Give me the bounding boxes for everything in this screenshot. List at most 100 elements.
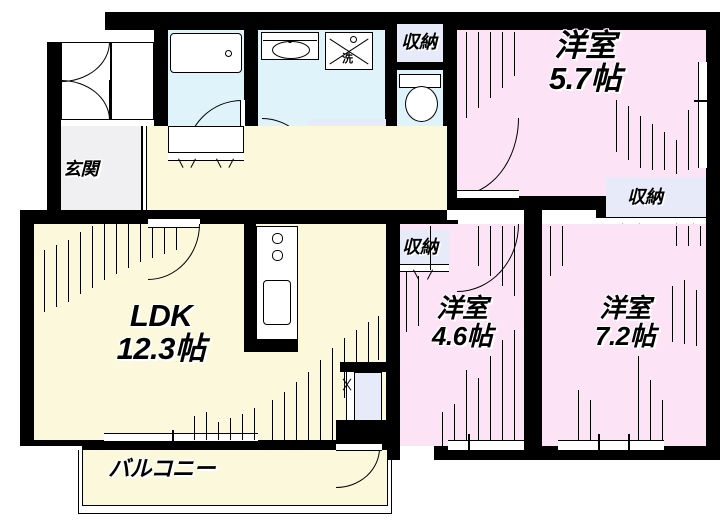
stove-icon-2: [272, 250, 283, 261]
closet-mid-vmark: [413, 270, 433, 281]
entrance-step-line: [141, 126, 143, 210]
bed3-hatch: [650, 380, 651, 446]
balcony-door-threshold: [336, 443, 382, 451]
washer-drain-icon: [350, 36, 357, 43]
vanity-sink-icon: [272, 41, 310, 59]
bed3-hatch: [638, 356, 639, 446]
ldk-hatch: [242, 414, 243, 440]
closet-toilet-top-label: 収納: [401, 32, 437, 52]
bed3-hatch: [562, 226, 563, 266]
ldk-bed2-door-xmark: [340, 373, 354, 395]
bed3-hatch: [662, 400, 663, 446]
corridor-cabinet-door: [168, 152, 244, 161]
bed1-hatch: [652, 124, 653, 170]
ldk-hatch: [194, 416, 195, 440]
toilet-bowl-icon: [405, 86, 438, 122]
ldk-hatch: [116, 224, 117, 274]
balcony-outline-outer: [78, 450, 392, 514]
bed1-hatch: [640, 116, 641, 168]
bed1-hatch: [688, 110, 689, 170]
bedroom-1-door-threshold: [457, 190, 519, 199]
shoe-closet-lower-box: [61, 80, 110, 120]
closet-toilet-top: [397, 24, 443, 62]
wall-shoecloset-bottom: [47, 120, 61, 126]
balcony-door-mullion: [172, 430, 174, 442]
room-entrance: [61, 126, 141, 210]
ldk-hatch: [332, 348, 333, 440]
bed1-hatch: [628, 106, 629, 160]
bed2-hatch: [478, 378, 479, 446]
washer-label: 洗: [342, 53, 353, 65]
bed2-hatch: [430, 226, 431, 270]
balcony-outline: [82, 450, 388, 506]
ldk-hatch: [378, 316, 379, 360]
wall-toilet-closet-divider: [385, 62, 457, 70]
bed3-hatch: [672, 286, 673, 342]
bed1-hatch: [664, 132, 665, 170]
closet-east: [606, 178, 706, 220]
wall-ldk-bed2-divider: [386, 210, 400, 460]
wall-right-outer: [706, 12, 720, 460]
balcony-label: バルコニー: [108, 456, 216, 481]
bedroom-2-label: 洋室 4.6帖: [402, 295, 522, 349]
wall-kitchen-bottom: [244, 340, 298, 352]
bed2-hatch: [454, 404, 455, 446]
bedroom-3-label-line2: 7.2帖: [594, 321, 656, 351]
bedroom-3-label: 洋室 7.2帖: [560, 295, 690, 349]
ldk-bed2-door-panel: [354, 372, 382, 422]
wall-kitchen-left: [244, 224, 256, 352]
ldk-hatch: [44, 250, 45, 312]
bedroom-1-label-line1: 洋室: [554, 28, 617, 63]
bathtub-drain-icon: [225, 50, 232, 57]
bed1-hatch: [502, 32, 503, 88]
bed2-hatch: [466, 370, 467, 446]
bed1-window: [698, 62, 708, 168]
balcony-sliding-door-1: [104, 433, 174, 442]
washer-icon: [325, 32, 373, 70]
bed1-hatch: [490, 32, 491, 98]
bedroom-1-label-line2: 5.7帖: [548, 61, 622, 96]
stove-icon: [272, 233, 283, 244]
ldk-hatch: [56, 245, 57, 307]
ldk-hatch: [128, 224, 129, 268]
closet-mid-label: 収納: [402, 237, 438, 257]
ldk-label-line2: 12.3帖: [116, 331, 206, 366]
closet-east-label: 収納: [627, 187, 663, 207]
shoe-closet-divider: [110, 42, 112, 120]
bed2-hatch: [514, 226, 515, 296]
bed1-hatch: [514, 32, 515, 76]
ldk-label-line1: LDK: [129, 298, 193, 333]
bed1-hatch: [616, 100, 617, 152]
corridor-cabinet-vmark-2: [216, 159, 234, 169]
bedroom-3-window-mullion: [598, 434, 600, 452]
bedroom-2-window: [448, 440, 524, 451]
bed3-hatch: [590, 400, 591, 446]
room-bedroom-1-notch: [457, 30, 628, 66]
ldk-hatch: [92, 226, 93, 288]
bed2-hatch: [442, 412, 443, 446]
bedroom-3-label-line1: 洋室: [599, 293, 651, 323]
ldk-hatch: [284, 392, 285, 440]
wall-ldk-bottom: [20, 437, 86, 446]
ldk-hatch: [140, 224, 141, 262]
vanity-faucet-icon: [288, 40, 292, 43]
corridor-cabinet-vmark-1: [178, 159, 196, 169]
bed3-hatch: [684, 280, 685, 344]
wall-left-upper: [47, 42, 61, 220]
bedroom-2-label-line1: 洋室: [436, 293, 488, 323]
bed1-hatch: [676, 140, 677, 174]
ldk-hatch: [320, 360, 321, 440]
bed2-hatch: [502, 340, 503, 446]
wall-bed2-door-top: [340, 362, 388, 372]
bedroom-3-window: [558, 440, 664, 451]
bed1-window-mullion: [694, 100, 712, 102]
entrance-step-line-2: [146, 126, 148, 210]
ldk-hatch: [218, 422, 219, 440]
bed3-hatch-topright: [700, 226, 701, 246]
bed1-hatch: [478, 32, 479, 108]
entrance-label: 玄関: [63, 159, 99, 179]
wall-under-bed2-door: [336, 420, 388, 440]
ldk-hatch: [230, 418, 231, 440]
bed2-hatch: [490, 356, 491, 446]
